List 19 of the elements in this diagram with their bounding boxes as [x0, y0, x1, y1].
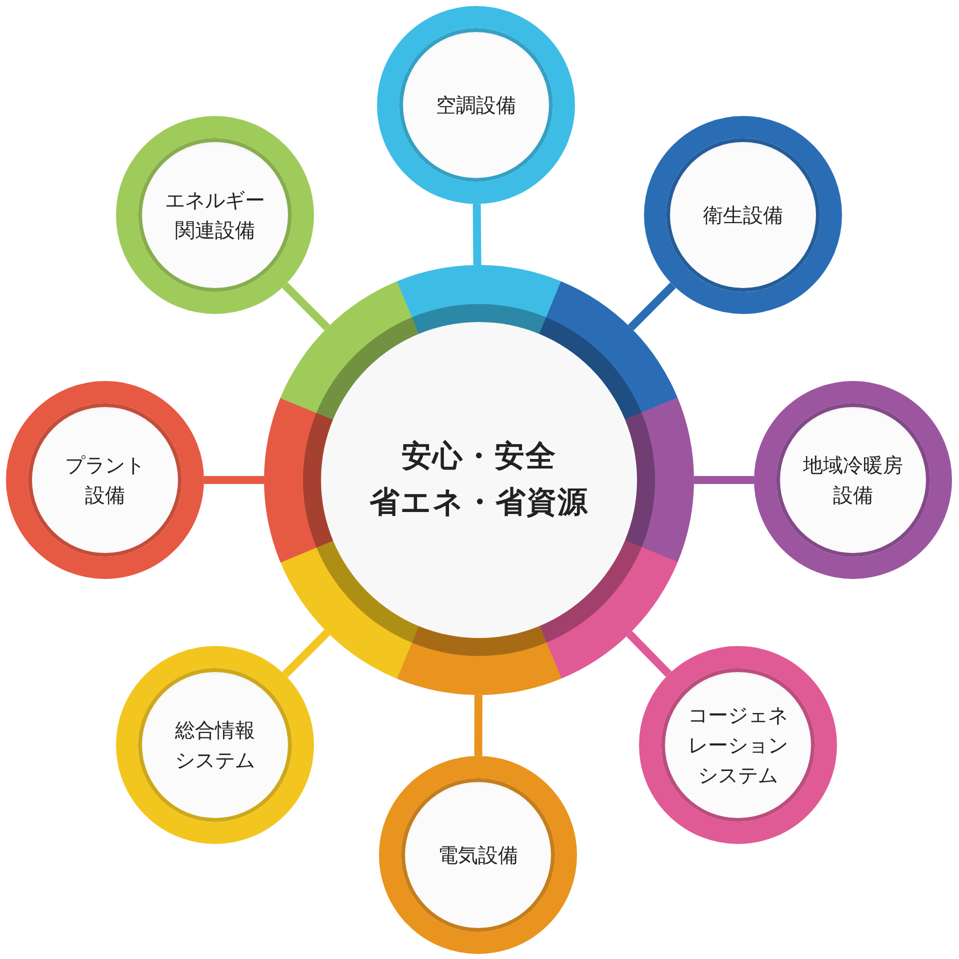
connector-line: [282, 282, 330, 330]
node-label: プラント設備: [64, 452, 146, 509]
node-label: 地域冷暖房設備: [802, 452, 904, 509]
connector-line: [626, 630, 672, 677]
hub-circle: [264, 265, 694, 695]
connector-line: [204, 476, 264, 484]
connector-line: [694, 476, 754, 484]
node-label: 電気設備: [437, 842, 519, 869]
node-label: コージェネレーションシステム: [687, 702, 789, 789]
connector-line: [628, 282, 676, 330]
connector-line: [474, 695, 482, 756]
connector-line: [282, 630, 330, 678]
node-label: 空調設備: [435, 92, 517, 119]
node-label: 総合情報システム: [174, 717, 256, 774]
hub-label: 省エネ・省資源: [370, 484, 588, 522]
hub-label: 安心・安全: [402, 438, 556, 476]
node-label: エネルギー関連設備: [164, 187, 266, 244]
connector-line: [472, 204, 482, 266]
node-label: 衛生設備: [702, 202, 784, 229]
